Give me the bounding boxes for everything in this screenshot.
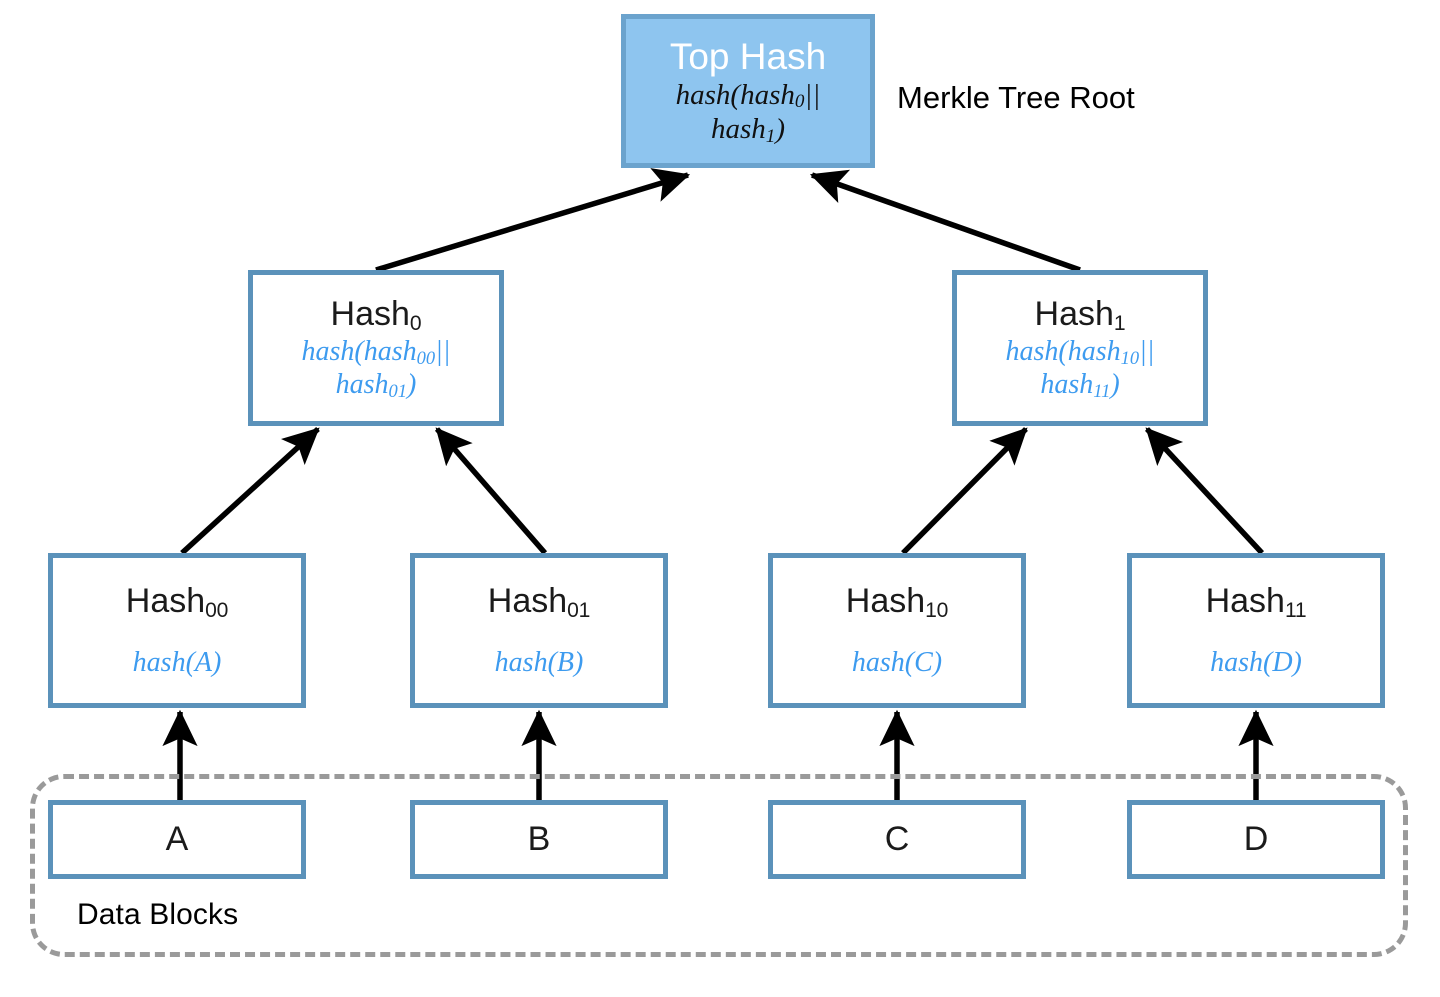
node-hash-01-title: Hash01 — [487, 581, 591, 622]
node-hash-10-formula: hash(C) — [851, 647, 943, 679]
edge-hash11-to-hash1 — [1144, 427, 1265, 555]
node-hash-00-formula: hash(A) — [132, 647, 222, 679]
edge-hash1-to-root — [809, 169, 1081, 273]
node-hash-0[interactable]: Hash0 hash(hash00|| hash01) — [248, 270, 504, 426]
data-block-b[interactable]: B — [410, 800, 668, 879]
node-top-hash-title: Top Hash — [669, 36, 827, 78]
edge-hash01-to-hash0 — [434, 427, 548, 555]
data-block-c-label: C — [884, 820, 910, 859]
data-block-c[interactable]: C — [768, 800, 1026, 879]
node-hash-10[interactable]: Hash10 hash(C) — [768, 553, 1026, 708]
node-hash-1-title: Hash1 — [1034, 294, 1126, 335]
node-hash-0-title: Hash0 — [330, 294, 422, 335]
data-block-d-label: D — [1243, 820, 1269, 859]
merkle-tree-root-annotation: Merkle Tree Root — [897, 80, 1135, 115]
data-block-d[interactable]: D — [1127, 800, 1385, 879]
node-hash-01[interactable]: Hash01 hash(B) — [410, 553, 668, 708]
data-blocks-group-label: Data Blocks — [77, 898, 239, 931]
node-hash-0-formula: hash(hash00|| hash01) — [301, 336, 451, 401]
node-hash-11[interactable]: Hash11 hash(D) — [1127, 553, 1385, 708]
node-hash-1[interactable]: Hash1 hash(hash10|| hash11) — [952, 270, 1208, 426]
node-hash-00[interactable]: Hash00 hash(A) — [48, 553, 306, 708]
node-hash-1-formula: hash(hash10|| hash11) — [1005, 336, 1155, 401]
node-hash-11-title: Hash11 — [1205, 581, 1307, 622]
edge-hash00-to-hash0 — [180, 426, 320, 556]
data-block-a[interactable]: A — [48, 800, 306, 879]
node-top-hash[interactable]: Top Hash hash(hash0|| hash1) — [621, 14, 875, 168]
node-hash-11-formula: hash(D) — [1210, 647, 1302, 679]
data-block-a-label: A — [165, 820, 189, 859]
edge-hash0-to-root — [375, 168, 691, 273]
node-hash-00-title: Hash00 — [125, 581, 229, 622]
node-hash-10-title: Hash10 — [845, 581, 949, 622]
node-top-hash-formula: hash(hash0|| hash1) — [675, 78, 821, 147]
node-hash-01-formula: hash(B) — [494, 647, 584, 679]
data-blocks-group — [30, 774, 1408, 957]
data-block-b-label: B — [527, 820, 551, 859]
edge-hash10-to-hash1 — [901, 427, 1028, 555]
